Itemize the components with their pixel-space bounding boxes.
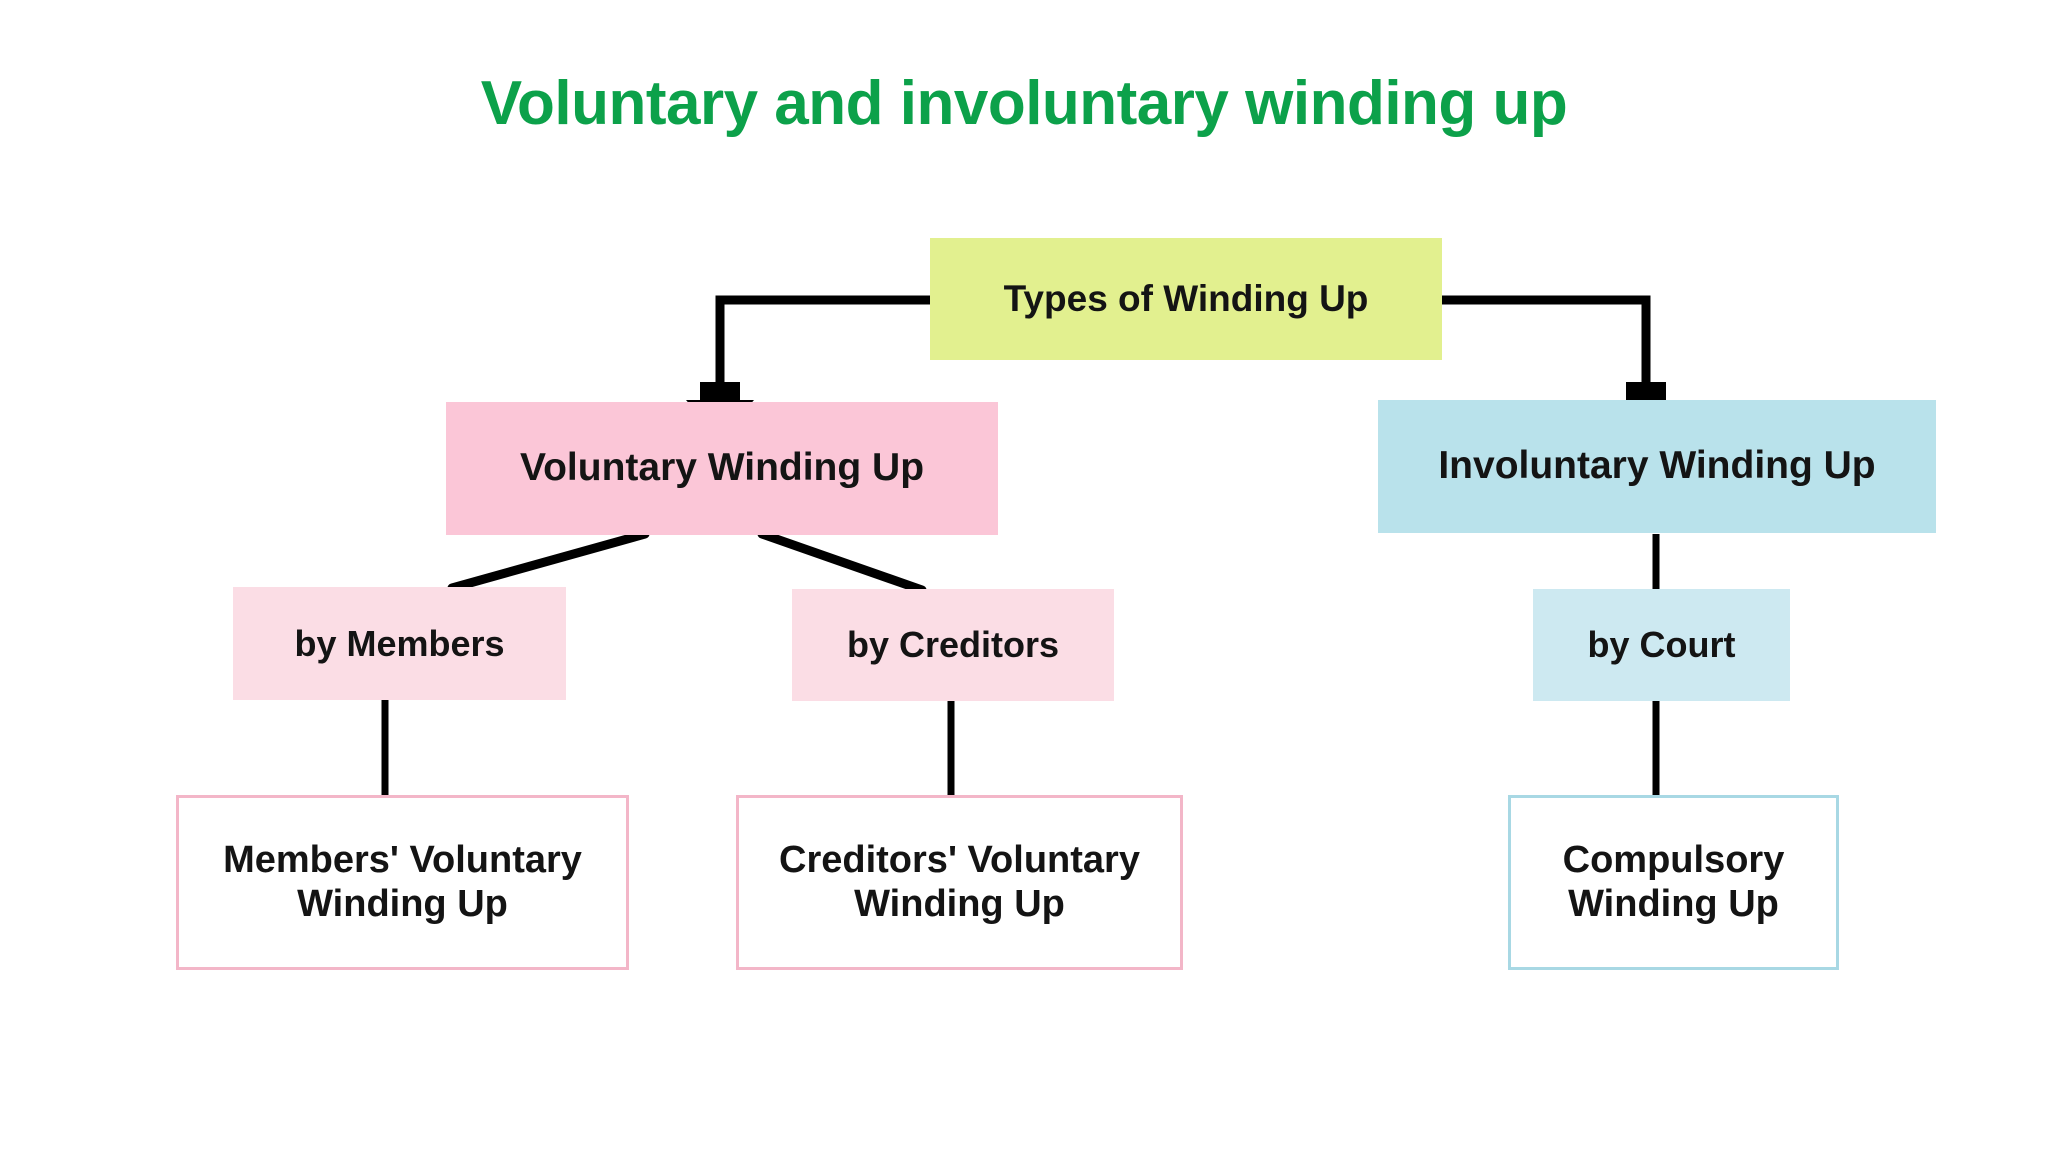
- page-title: Voluntary and involuntary winding up: [480, 69, 1568, 138]
- node-label: by Members: [294, 622, 505, 664]
- node-members-voluntary-winding-up[interactable]: Members' Voluntary Winding Up: [176, 795, 629, 970]
- node-label: by Creditors: [846, 624, 1060, 666]
- node-label-line-1: Creditors' Voluntary: [779, 838, 1140, 881]
- node-label: Voluntary Winding Up: [519, 446, 925, 490]
- node-label: Types of Winding Up: [1003, 277, 1369, 319]
- node-types-of-winding-up[interactable]: Types of Winding Up: [930, 238, 1442, 360]
- node-by-creditors[interactable]: by Creditors: [792, 589, 1114, 701]
- node-label-line-2: Winding Up: [854, 882, 1065, 925]
- edge-voluntary-to-by-members: [447, 529, 650, 593]
- node-label: Involuntary Winding Up: [1438, 444, 1876, 488]
- node-label-line-2: Winding Up: [297, 882, 508, 925]
- node-involuntary-winding-up[interactable]: Involuntary Winding Up: [1378, 400, 1936, 533]
- edge-voluntary-to-by-creditors: [757, 529, 927, 595]
- node-by-members[interactable]: by Members: [233, 587, 566, 700]
- node-by-court[interactable]: by Court: [1533, 589, 1790, 701]
- node-voluntary-winding-up[interactable]: Voluntary Winding Up: [446, 402, 998, 535]
- node-label-line-1: Members' Voluntary: [223, 838, 582, 881]
- node-compulsory-winding-up[interactable]: Compulsory Winding Up: [1508, 795, 1839, 970]
- node-label-line-2: Winding Up: [1568, 882, 1779, 925]
- node-label-line-1: Compulsory: [1562, 838, 1785, 881]
- node-creditors-voluntary-winding-up[interactable]: Creditors' Voluntary Winding Up: [736, 795, 1183, 970]
- node-label: by Court: [1587, 624, 1736, 666]
